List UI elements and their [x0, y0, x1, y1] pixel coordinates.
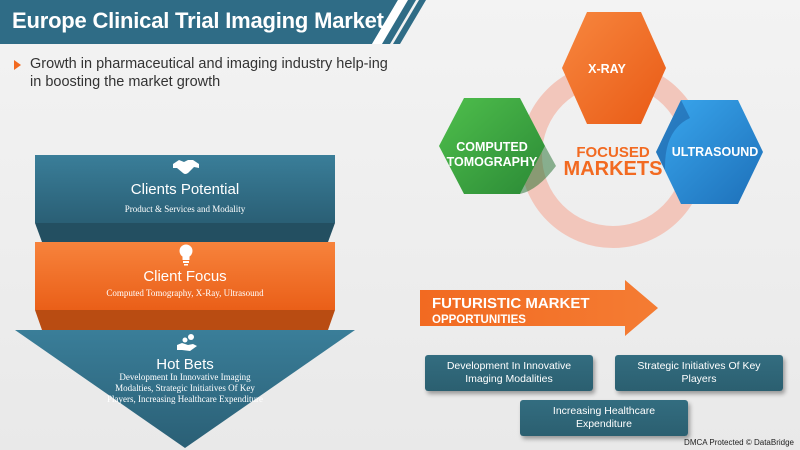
markets-label: MARKETS [553, 158, 673, 180]
tier-potential-subtitle: Product & Services and Modality [124, 204, 246, 214]
page-subtitle: Growth in pharmaceutical and imaging ind… [30, 56, 388, 90]
ct-label-line1: COMPUTED [456, 140, 528, 154]
markets-label-text: MARKETS [563, 158, 663, 180]
tier-focus-title: Client Focus [143, 268, 227, 285]
page-title: Europe Clinical Trial Imaging Market [12, 8, 384, 33]
hex-ultrasound [656, 100, 763, 204]
opp3-line1: Increasing Healthcare [552, 405, 656, 417]
tier-hot-bets-subtitle: Development In Innovative Imaging Modalt… [107, 372, 263, 404]
futuristic-title: FUTURISTIC MARKET OPPORTUNITIES [432, 296, 590, 328]
tier-hot-bets-title: Hot Bets [156, 356, 214, 373]
opp2-line1: Strategic Initiatives Of Key [637, 360, 761, 372]
ultrasound-label: ULTRASOUND [671, 145, 759, 159]
tier-hot-bets-triangle [15, 330, 355, 448]
opp2-line2: Players [681, 373, 717, 385]
futuristic-title-line1: FUTURISTIC MARKET [432, 295, 590, 312]
client-funnel [15, 155, 355, 448]
tier-potential-title: Clients Potential [130, 181, 240, 198]
hex-xray [562, 12, 666, 124]
tier-focus-subtitle: Computed Tomography, X-Ray, Ultrasound [106, 288, 264, 298]
title-banner [0, 0, 426, 44]
focused-markets-diagram [439, 12, 763, 248]
ct-label-line2: TOMOGRAPHY [446, 155, 538, 169]
hand-coins-icon [177, 334, 197, 351]
hex-computed-tomography [439, 98, 545, 194]
dmca-watermark: DMCA Protected © DataBridge [684, 438, 794, 447]
handshake-icon [173, 160, 199, 174]
focused-label: FOCUSED [576, 144, 650, 161]
futuristic-arrow [420, 280, 658, 336]
xray-label: X-RAY [588, 62, 626, 76]
lightbulb-icon [179, 244, 193, 266]
opp3-line2: Expenditure [575, 418, 633, 430]
opp1-line2: Imaging Modalities [465, 373, 553, 385]
opp1-line1: Development In Innovative [446, 360, 572, 372]
futuristic-title-line2: OPPORTUNITIES [432, 314, 526, 326]
bullet-arrow-icon [14, 60, 21, 70]
